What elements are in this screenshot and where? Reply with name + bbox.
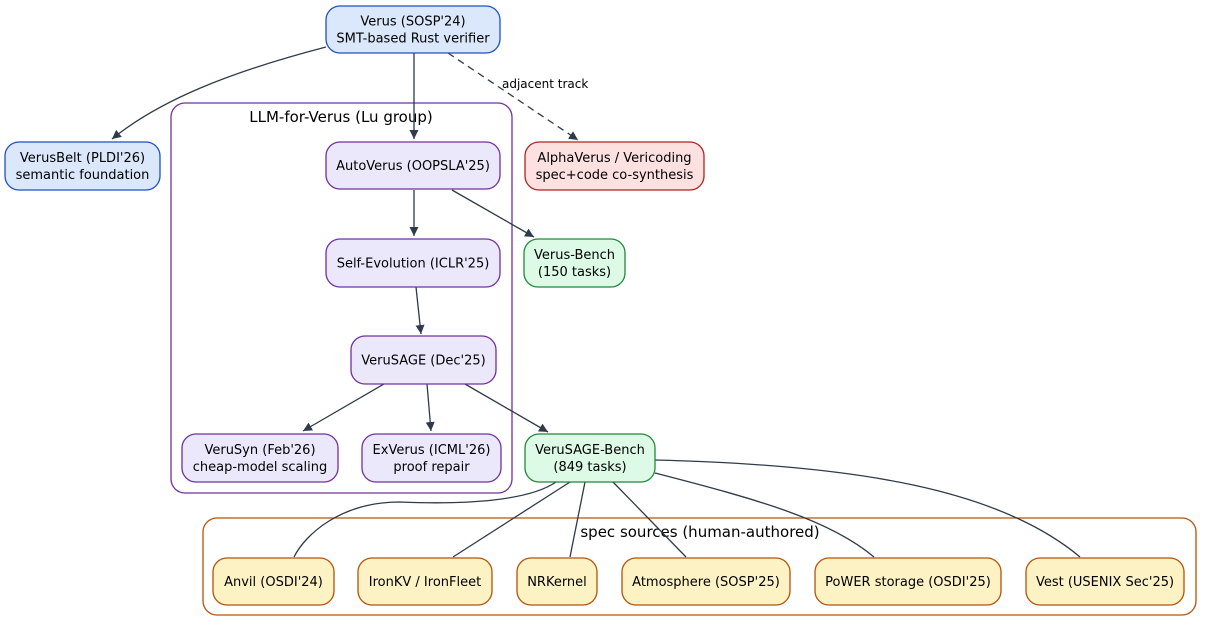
node-ironkv-box (357, 557, 493, 606)
edge-verus-alphaverus (447, 52, 579, 141)
node-verusbelt-label-2: semantic foundation (16, 168, 150, 183)
nodes: Verus (SOSP'24)SMT-based Rust verifierVe… (4, 5, 1185, 606)
node-nrkernel-box (516, 557, 598, 606)
node-alphaverus-label-1: AlphaVerus / Vericoding (537, 151, 691, 166)
edges (111, 46, 1081, 558)
node-verusage-box (350, 335, 497, 385)
node-power-storage-label-1: PoWER storage (OSDI'25) (825, 575, 991, 590)
edge-self-evolution-verusage (415, 286, 425, 335)
node-verusage-bench-box (524, 433, 656, 483)
node-autoverus-box (325, 141, 501, 190)
node-alphaverus-label-2: spec+code co-synthesis (536, 168, 694, 183)
node-nrkernel-label-1: NRKernel (527, 575, 587, 590)
node-verusyn: VeruSyn (Feb'26) cheap-model scaling (181, 433, 339, 483)
node-verusbelt: VerusBelt (PLDI'26) semantic foundation (4, 141, 161, 191)
edge-label-adjacent-track: adjacent track (502, 77, 588, 91)
cluster-spec-sources: spec sources (human-authored) (202, 517, 1197, 616)
node-atmosphere: Atmosphere (SOSP'25) (621, 557, 791, 606)
node-verusage-label-1: VeruSAGE (Dec'25) (361, 354, 485, 369)
node-autoverus-label-1: AutoVerus (OOPSLA'25) (336, 159, 490, 174)
edge-autoverus-verus-bench (451, 189, 535, 238)
node-verusage: VeruSAGE (Dec'25) (350, 335, 497, 385)
node-atmosphere-box (621, 557, 791, 606)
node-power-storage-box (814, 557, 1002, 606)
node-verusyn-box (181, 433, 339, 483)
cluster-llm-for-verus-border (170, 102, 513, 494)
cluster-llm-for-verus: LLM-for-Verus (Lu group) (170, 102, 513, 494)
node-self-evolution: Self-Evolution (ICLR'25) (325, 238, 501, 288)
node-verusyn-label-2: cheap-model scaling (193, 460, 328, 475)
edge-verusage-verusyn (302, 383, 385, 432)
cluster-spec-sources-label: spec sources (human-authored) (580, 523, 819, 541)
node-verusage-bench: VeruSAGE-Bench (849 tasks) (524, 433, 656, 483)
node-verusbelt-label-1: VerusBelt (PLDI'26) (20, 151, 145, 166)
node-verus-label-1: Verus (SOSP'24) (360, 15, 465, 30)
edge-bench-power-storage (654, 472, 875, 558)
node-exverus-box (361, 433, 502, 483)
node-verus-bench-box (523, 238, 626, 288)
node-alphaverus-box (524, 141, 705, 191)
node-ironkv-label-1: IronKV / IronFleet (369, 575, 481, 590)
node-autoverus: AutoVerus (OOPSLA'25) (325, 141, 501, 190)
node-self-evolution-box (325, 238, 501, 288)
node-vest-label-1: Vest (USENIX Sec'25) (1036, 575, 1174, 590)
node-verusbelt-box (4, 141, 161, 191)
edge-bench-ironkv (452, 481, 571, 558)
node-anvil-label-1: Anvil (OSDI'24) (224, 575, 323, 590)
node-verusage-bench-label-2: (849 tasks) (553, 460, 626, 475)
node-power-storage: PoWER storage (OSDI'25) (814, 557, 1002, 606)
node-verusage-bench-label-1: VeruSAGE-Bench (535, 443, 645, 458)
edge-verus-verusbelt (111, 46, 327, 140)
node-exverus-label-1: ExVerus (ICML'26) (373, 443, 491, 458)
node-atmosphere-label-1: Atmosphere (SOSP'25) (632, 575, 780, 590)
edge-bench-nrkernel (569, 481, 586, 558)
node-verus: Verus (SOSP'24) SMT-based Rust verifier (325, 5, 501, 54)
node-vest: Vest (USENIX Sec'25) (1025, 557, 1185, 606)
node-self-evolution-label-1: Self-Evolution (ICLR'25) (337, 257, 490, 272)
node-anvil: Anvil (OSDI'24) (212, 557, 335, 606)
node-verus-label-2: SMT-based Rust verifier (336, 32, 490, 47)
node-nrkernel: NRKernel (516, 557, 598, 606)
node-vest-box (1025, 557, 1185, 606)
node-verus-bench-label-2: (150 tasks) (538, 265, 611, 280)
edge-bench-vest (654, 459, 1081, 558)
node-anvil-box (212, 557, 335, 606)
node-ironkv: IronKV / IronFleet (357, 557, 493, 606)
edge-bench-atmosphere (612, 481, 687, 558)
edge-bench-anvil (293, 481, 557, 558)
cluster-spec-sources-border (202, 517, 1197, 616)
node-alphaverus: AlphaVerus / Vericoding spec+code co-synt… (524, 141, 705, 191)
cluster-llm-for-verus-label: LLM-for-Verus (Lu group) (249, 108, 433, 126)
node-verusyn-label-1: VeruSyn (Feb'26) (204, 443, 315, 458)
node-exverus: ExVerus (ICML'26) proof repair (361, 433, 502, 483)
edge-verusage-verusage-bench (464, 383, 549, 433)
edge-verusage-exverus (425, 383, 435, 432)
node-verus-bench-label-1: Verus-Bench (534, 248, 615, 263)
node-exverus-label-2: proof repair (393, 460, 470, 475)
node-verus-bench: Verus-Bench (150 tasks) (523, 238, 626, 288)
node-verus-box (325, 5, 501, 54)
